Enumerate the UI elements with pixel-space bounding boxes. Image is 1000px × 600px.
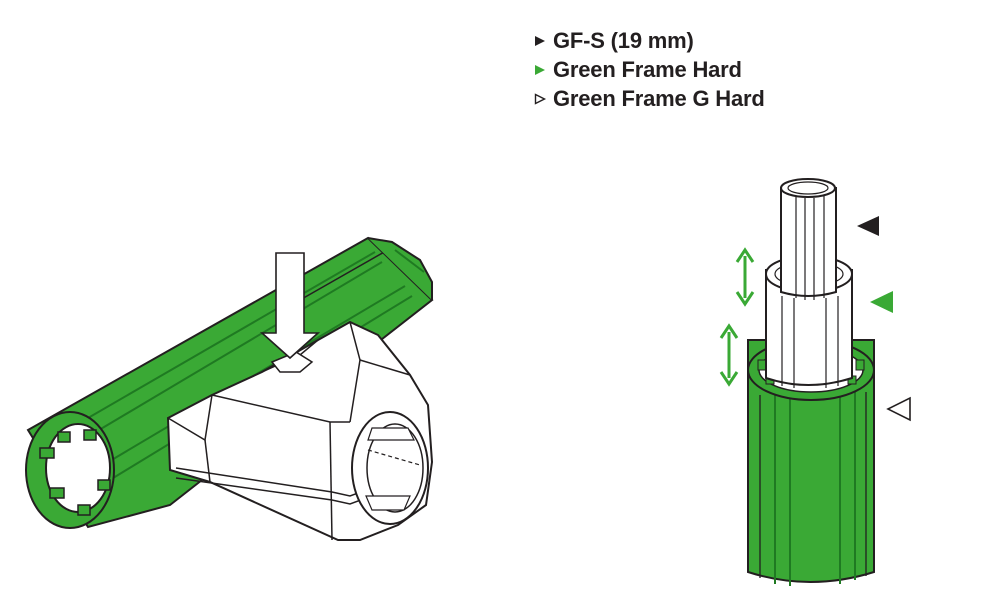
legend-item-gf-s: GF-S (19 mm) <box>533 26 765 55</box>
tube-end-face <box>25 411 115 529</box>
solid-black-triangle-icon <box>857 216 879 236</box>
legend-label-green-frame-hard: Green Frame Hard <box>553 56 742 82</box>
telescopic-tubes-illustration <box>719 178 911 586</box>
adjust-lower-arrow-icon <box>719 323 739 387</box>
tube-assembly-illustration <box>25 236 434 541</box>
solid-green-triangle-icon <box>870 291 893 313</box>
white-connector <box>166 320 434 541</box>
legend-label-green-frame-g-hard: Green Frame G Hard <box>553 85 765 111</box>
outline-triangle-icon <box>533 92 547 106</box>
white-inner-tube <box>780 178 837 300</box>
outline-triangle-icon <box>886 396 911 422</box>
press-down-arrow-icon <box>259 252 321 360</box>
solid-green-triangle-icon <box>533 63 547 77</box>
legend-item-green-frame-g-hard: Green Frame G Hard <box>533 84 765 113</box>
solid-black-triangle-icon <box>533 34 547 48</box>
legend-item-green-frame-hard: Green Frame Hard <box>533 55 765 84</box>
adjust-upper-arrow-icon <box>735 247 755 307</box>
legend: GF-S (19 mm) Green Frame Hard Green Fram… <box>533 26 765 113</box>
legend-label-gf-s: GF-S (19 mm) <box>553 27 694 53</box>
